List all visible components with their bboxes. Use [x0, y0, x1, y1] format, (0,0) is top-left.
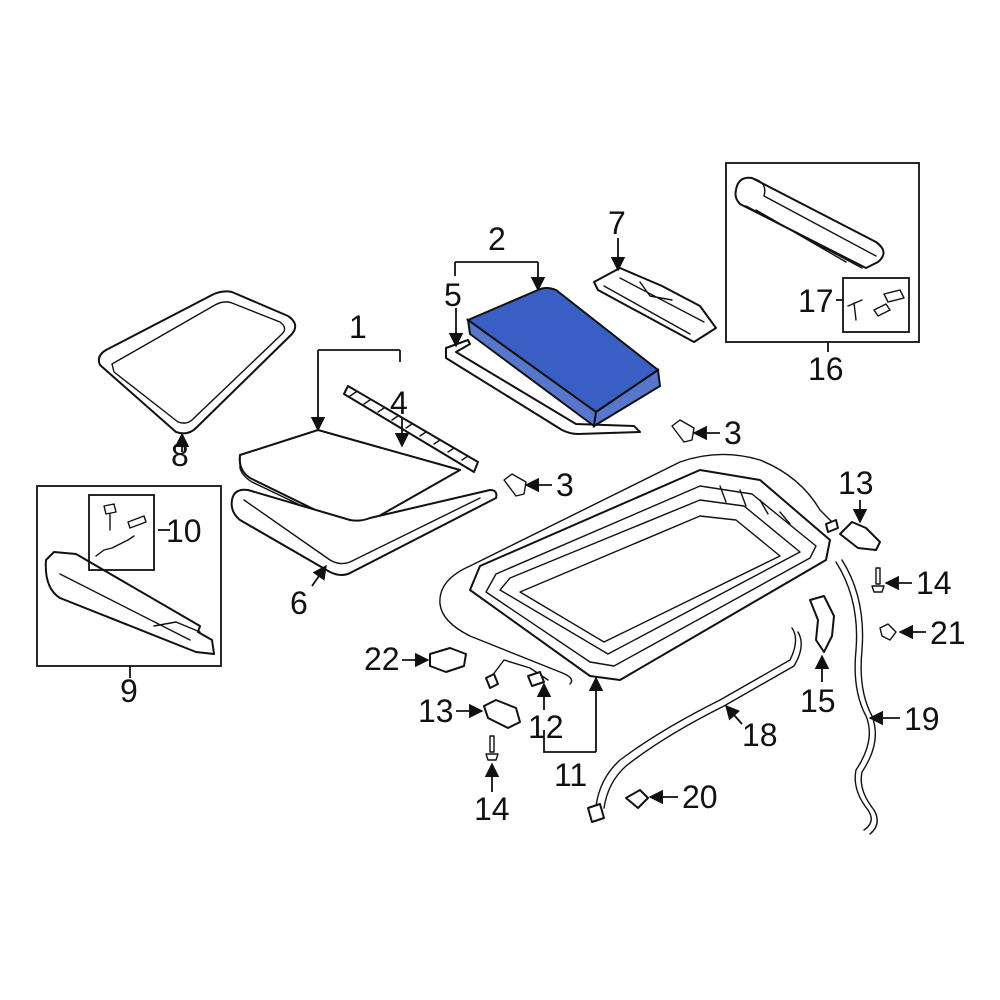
part-17-pins[interactable]	[847, 289, 905, 321]
callout-labels: 1 2 3 3 4 5 6 7 8 9 10 11 12 13 13 14 14…	[120, 205, 966, 827]
part-21-clip[interactable]	[879, 623, 897, 641]
part-11-sunroof-frame[interactable]	[469, 469, 831, 681]
callout-12: 12	[528, 709, 564, 745]
part-15-bracket[interactable]	[809, 595, 835, 653]
part-22-module[interactable]	[429, 647, 467, 673]
box-9	[36, 485, 222, 667]
callout-9: 9	[120, 673, 138, 709]
callout-13-bottom: 13	[418, 693, 454, 729]
part-4-panel-rail[interactable]	[343, 385, 479, 473]
callout-21: 21	[930, 615, 966, 651]
callout-8: 8	[171, 437, 189, 473]
part-18-drain-hose[interactable]	[587, 627, 802, 823]
callout-7: 7	[608, 205, 626, 241]
part-3-bolt-left[interactable]	[503, 473, 527, 497]
part-12-harness[interactable]	[439, 453, 839, 689]
callout-5: 5	[444, 277, 462, 313]
box-17	[842, 277, 910, 333]
part-14-bolt-top[interactable]	[871, 567, 885, 593]
part-9-trim-panel[interactable]	[44, 551, 215, 655]
callout-11: 11	[554, 757, 587, 793]
callout-19: 19	[904, 701, 940, 737]
part-6-weatherstrip[interactable]	[230, 488, 498, 576]
part-10-fasteners[interactable]	[95, 503, 147, 557]
callout-17: 17	[798, 283, 834, 319]
part-20-clip[interactable]	[625, 789, 649, 809]
part-16-sunshade[interactable]	[734, 176, 885, 269]
leader-lines	[129, 238, 926, 805]
box-16	[725, 162, 920, 343]
callout-13-top: 13	[838, 465, 874, 501]
part-8-seal-frame[interactable]	[97, 290, 297, 435]
part-2-sunroof-glass[interactable]	[465, 287, 662, 428]
callout-10: 10	[166, 513, 202, 549]
callout-15: 15	[800, 683, 836, 719]
part-13-motor-top[interactable]	[839, 521, 881, 551]
part-3-bolt-right[interactable]	[671, 419, 695, 443]
box-10	[88, 494, 155, 571]
part-5-glass-seal[interactable]	[445, 339, 641, 435]
callout-3-right: 3	[724, 415, 742, 451]
callout-14-top: 14	[916, 565, 952, 601]
callout-14-bottom: 14	[474, 791, 510, 827]
callout-4: 4	[390, 385, 408, 421]
part-13-motor-bottom[interactable]	[483, 699, 521, 729]
callout-18: 18	[742, 717, 778, 753]
part-19-drain-hose[interactable]	[835, 559, 878, 835]
callout-6: 6	[290, 585, 308, 621]
callout-1: 1	[349, 309, 367, 345]
part-14-bolt-bottom[interactable]	[485, 735, 499, 761]
callout-3-left: 3	[556, 467, 574, 503]
callout-16: 16	[808, 351, 844, 387]
part-7-wind-deflector[interactable]	[593, 267, 717, 343]
callout-22: 22	[364, 641, 400, 677]
callout-20: 20	[682, 779, 718, 815]
callout-2: 2	[488, 221, 506, 257]
